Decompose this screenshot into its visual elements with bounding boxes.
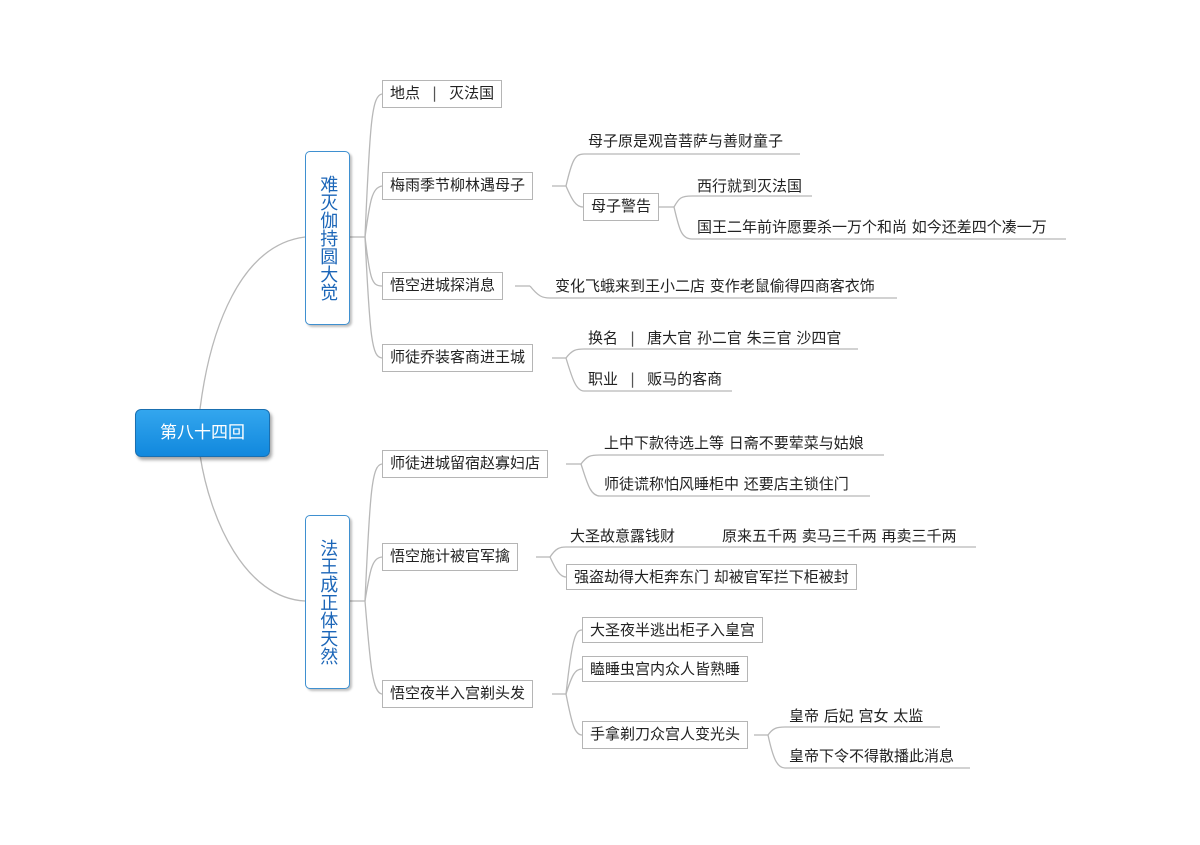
subtopic-inn-1[interactable]: 上中下款待选上等 日斋不要荤菜与姑娘 bbox=[604, 434, 864, 452]
occupation-value: 贩马的客商 bbox=[647, 370, 723, 388]
topic-rainy-encounter[interactable]: 梅雨季节柳林遇母子 bbox=[382, 172, 534, 200]
topic-disguise[interactable]: 师徒乔装客商进王城 bbox=[382, 344, 534, 372]
subtopic-warning-1[interactable]: 西行就到灭法国 bbox=[697, 177, 803, 195]
subtopic-sleep-bugs[interactable]: 瞌睡虫宫内众人皆熟睡 bbox=[582, 656, 749, 682]
subtopic-mother-origin[interactable]: 母子原是观音菩萨与善财童子 bbox=[588, 132, 784, 150]
separator: | bbox=[432, 84, 438, 102]
topic-trick[interactable]: 悟空施计被官军擒 bbox=[382, 543, 519, 571]
topic-location[interactable]: 地点 | 灭法国 bbox=[382, 80, 503, 108]
subtopic-palace-people[interactable]: 皇帝 后妃 宫女 太监 bbox=[789, 707, 924, 725]
topic-scout[interactable]: 悟空进城探消息 bbox=[382, 272, 504, 300]
rename-value: 唐大官 孙二官 朱三官 沙四官 bbox=[647, 329, 842, 347]
location-label: 地点 bbox=[390, 84, 421, 102]
subtopic-occupation[interactable]: 职业 | 贩马的客商 bbox=[588, 369, 722, 389]
separator: | bbox=[630, 370, 636, 388]
branch-2-title[interactable]: 法王成正体天然 bbox=[305, 515, 350, 689]
root-topic[interactable]: 第八十四回 bbox=[135, 409, 270, 457]
subtopic-escape-chest[interactable]: 大圣夜半逃出柜子入皇宫 bbox=[582, 617, 764, 643]
topic-inn[interactable]: 师徒进城留宿赵寡妇店 bbox=[382, 450, 549, 478]
subtopic-emperor-order[interactable]: 皇帝下令不得散播此消息 bbox=[789, 747, 955, 765]
subtopic-shave-heads[interactable]: 手拿剃刀众宫人变光头 bbox=[582, 721, 749, 749]
separator: | bbox=[630, 329, 636, 347]
subtopic-show-money[interactable]: 大圣故意露钱财 bbox=[570, 527, 676, 545]
rename-key: 换名 bbox=[588, 329, 619, 347]
subtopic-robbery[interactable]: 强盗劫得大柜奔东门 却被官军拦下柜被封 bbox=[566, 564, 857, 590]
location-value: 灭法国 bbox=[449, 84, 495, 102]
topic-mother-warning[interactable]: 母子警告 bbox=[583, 193, 660, 221]
subtopic-scout-detail[interactable]: 变化飞蛾来到王小二店 变作老鼠偷得四商客衣饰 bbox=[555, 277, 875, 295]
branch-1-title[interactable]: 难灭伽持圆大觉 bbox=[305, 151, 350, 325]
subtopic-warning-2[interactable]: 国王二年前许愿要杀一万个和尚 如今还差四个凑一万 bbox=[697, 218, 1047, 236]
occupation-key: 职业 bbox=[588, 370, 619, 388]
subtopic-rename[interactable]: 换名 | 唐大官 孙二官 朱三官 沙四官 bbox=[588, 328, 841, 348]
subtopic-money-amounts[interactable]: 原来五千两 卖马三千两 再卖三千两 bbox=[722, 527, 957, 545]
subtopic-inn-2[interactable]: 师徒谎称怕风睡柜中 还要店主锁住门 bbox=[604, 475, 849, 493]
topic-palace-shave[interactable]: 悟空夜半入宫剃头发 bbox=[382, 680, 534, 708]
